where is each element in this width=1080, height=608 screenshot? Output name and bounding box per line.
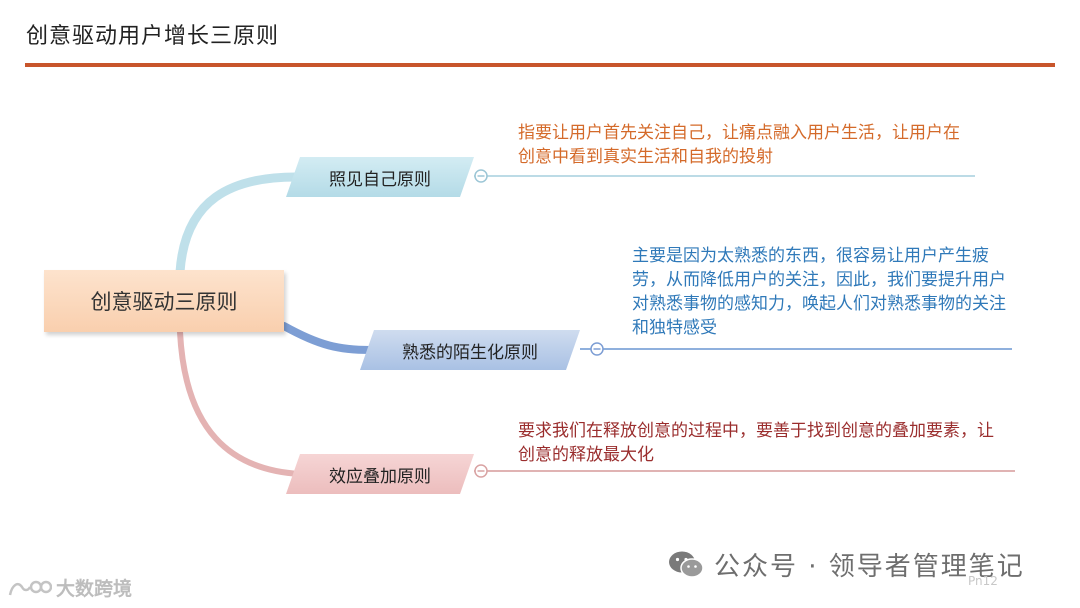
branch-description-1: 指要让用户首先关注自己，让痛点融入用户生活，让用户在创意中看到真实生活和自我的投… [518,123,960,167]
branch-node-self-reflection: 照见自己原则 [286,157,474,197]
branch-node-effect-stacking: 效应叠加原则 [286,454,474,494]
watermark: 公众号 · 领导者管理笔记 [668,546,1025,583]
collapse-circle-icon [590,342,604,356]
collapse-circle-icon [474,169,488,183]
branch-node-defamiliarization: 熟悉的陌生化原则 [360,330,580,370]
wechat-icon [669,551,704,578]
page-title: 创意驱动用户增长三原则 [26,24,280,49]
title-divider [25,63,1055,67]
branch-description-3: 要求我们在释放创意的过程中，要善于找到创意的叠加要素，让创意的释放最大化 [518,421,994,465]
page-number: Pn12 [968,574,998,588]
branch-description-2: 主要是因为太熟悉的东西，很容易让用户产生疲劳，从而降低用户的关注，因此，我们要提… [632,246,1006,338]
brand-logo: 大数跨境 [8,574,132,601]
mindmap-root-node: 创意驱动三原则 [44,270,284,332]
logo-icon [8,580,52,595]
collapse-circle-icon [474,464,488,478]
connector-branch-1 [175,172,310,277]
logo-text: 大数跨境 [56,578,133,600]
connector-branch-3 [177,329,308,477]
watermark-text: 公众号 · 领导者管理笔记 [714,552,1025,582]
connector-branch-2 [280,322,374,354]
